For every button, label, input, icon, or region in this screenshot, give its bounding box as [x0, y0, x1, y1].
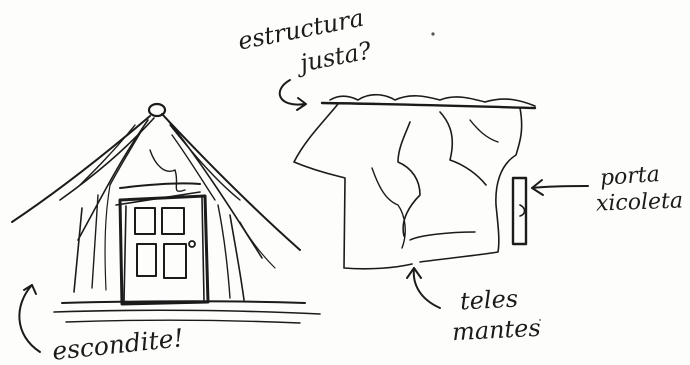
fabric-middle-fold-3 [470, 120, 498, 142]
house-drawing [12, 104, 320, 323]
door-panel-top-right [162, 208, 184, 234]
fabric-structure-drawing [294, 95, 535, 269]
right-wall-stroke-2 [218, 205, 230, 298]
paper-speck [431, 32, 434, 35]
fabric-right-drape [420, 108, 522, 262]
small-door-knob [520, 205, 525, 216]
door-arrow [532, 180, 588, 195]
structure-arrow [280, 80, 306, 110]
right-wall-stroke-3 [240, 222, 275, 268]
door-panel-bottom-right [164, 244, 186, 278]
fabric-left-ridge [372, 168, 405, 248]
left-wall-stroke-1 [74, 208, 82, 292]
fabric-left-drape [294, 104, 412, 269]
roof-right-stroke-2 [166, 118, 262, 258]
fabric-middle-fold-2 [440, 112, 486, 185]
structure-pole [322, 103, 535, 108]
left-wall-stroke-3 [105, 185, 110, 290]
roof-right-stroke-1 [162, 114, 300, 250]
door-panel-bottom-left [137, 244, 156, 276]
door-arrow-shaft [532, 186, 588, 188]
annotation-door-line1: porta [599, 164, 660, 190]
annotation-fabric-line1: teles [459, 286, 518, 313]
door-knob [189, 241, 195, 247]
fabric-middle-fold-1 [398, 122, 420, 236]
door-lintel [120, 183, 200, 188]
annotation-door-line2: xicoleta [596, 190, 684, 215]
ground-line-3 [66, 320, 300, 323]
hideout-arrow [19, 285, 40, 352]
fabric-bottom-fold [410, 232, 475, 240]
roof-right-stroke-4 [172, 135, 215, 200]
hideout-arrow-shaft [19, 285, 40, 352]
fabric-arrow [407, 268, 440, 308]
ground-line-2 [54, 310, 320, 314]
door-panel-top-left [135, 208, 155, 234]
annotation-fabric-line2: mantes [451, 316, 541, 345]
